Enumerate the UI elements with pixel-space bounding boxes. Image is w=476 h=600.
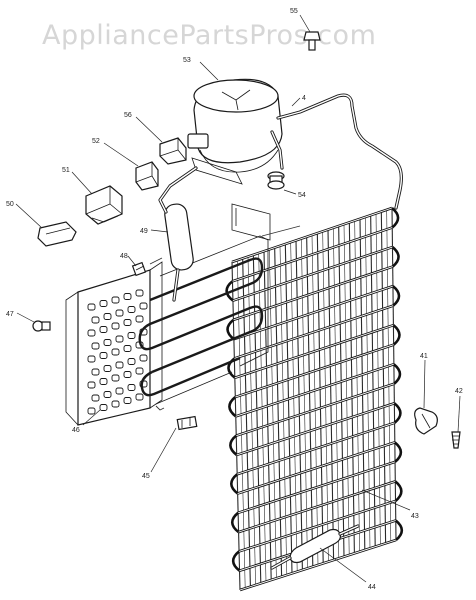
drier-44 bbox=[270, 524, 360, 570]
callout-48: 48 bbox=[120, 253, 128, 260]
clamp-41 bbox=[414, 407, 438, 435]
callout-45: 45 bbox=[142, 473, 150, 480]
callout-4: 4 bbox=[302, 95, 306, 102]
clip-45 bbox=[176, 415, 198, 431]
callout-44: 44 bbox=[368, 584, 376, 591]
evaporator-coil bbox=[138, 235, 269, 405]
callout-50: 50 bbox=[6, 201, 14, 208]
callout-labels: 55 53 56 52 4 51 54 50 49 48 47 46 45 41… bbox=[6, 8, 463, 591]
callout-54: 54 bbox=[298, 192, 306, 199]
compressor bbox=[158, 78, 403, 214]
callout-46: 46 bbox=[72, 427, 80, 434]
callout-42: 42 bbox=[455, 388, 463, 395]
overload-52 bbox=[135, 161, 159, 191]
callout-52: 52 bbox=[92, 138, 100, 145]
callout-56: 56 bbox=[124, 112, 132, 119]
callout-55: 55 bbox=[290, 8, 298, 15]
accumulator bbox=[164, 203, 194, 302]
bolt-55 bbox=[303, 31, 321, 51]
clip-50 bbox=[37, 221, 77, 247]
callout-47: 47 bbox=[6, 311, 14, 318]
callout-43: 43 bbox=[411, 513, 419, 520]
callout-51: 51 bbox=[62, 167, 70, 174]
watermark-text: AppliancePartsPros.com bbox=[42, 20, 376, 51]
leader-lines bbox=[15, 14, 461, 583]
callout-49: 49 bbox=[140, 228, 148, 235]
compressor-bracket bbox=[231, 203, 271, 241]
callout-41: 41 bbox=[420, 353, 428, 360]
condenser-coil bbox=[225, 206, 404, 592]
grommet-54 bbox=[267, 171, 285, 190]
screw-47 bbox=[32, 320, 51, 332]
cover-51 bbox=[85, 185, 123, 225]
screw-42 bbox=[451, 431, 461, 449]
callout-53: 53 bbox=[183, 57, 191, 64]
relay-56 bbox=[159, 137, 187, 165]
evaporator-panel bbox=[65, 261, 163, 426]
